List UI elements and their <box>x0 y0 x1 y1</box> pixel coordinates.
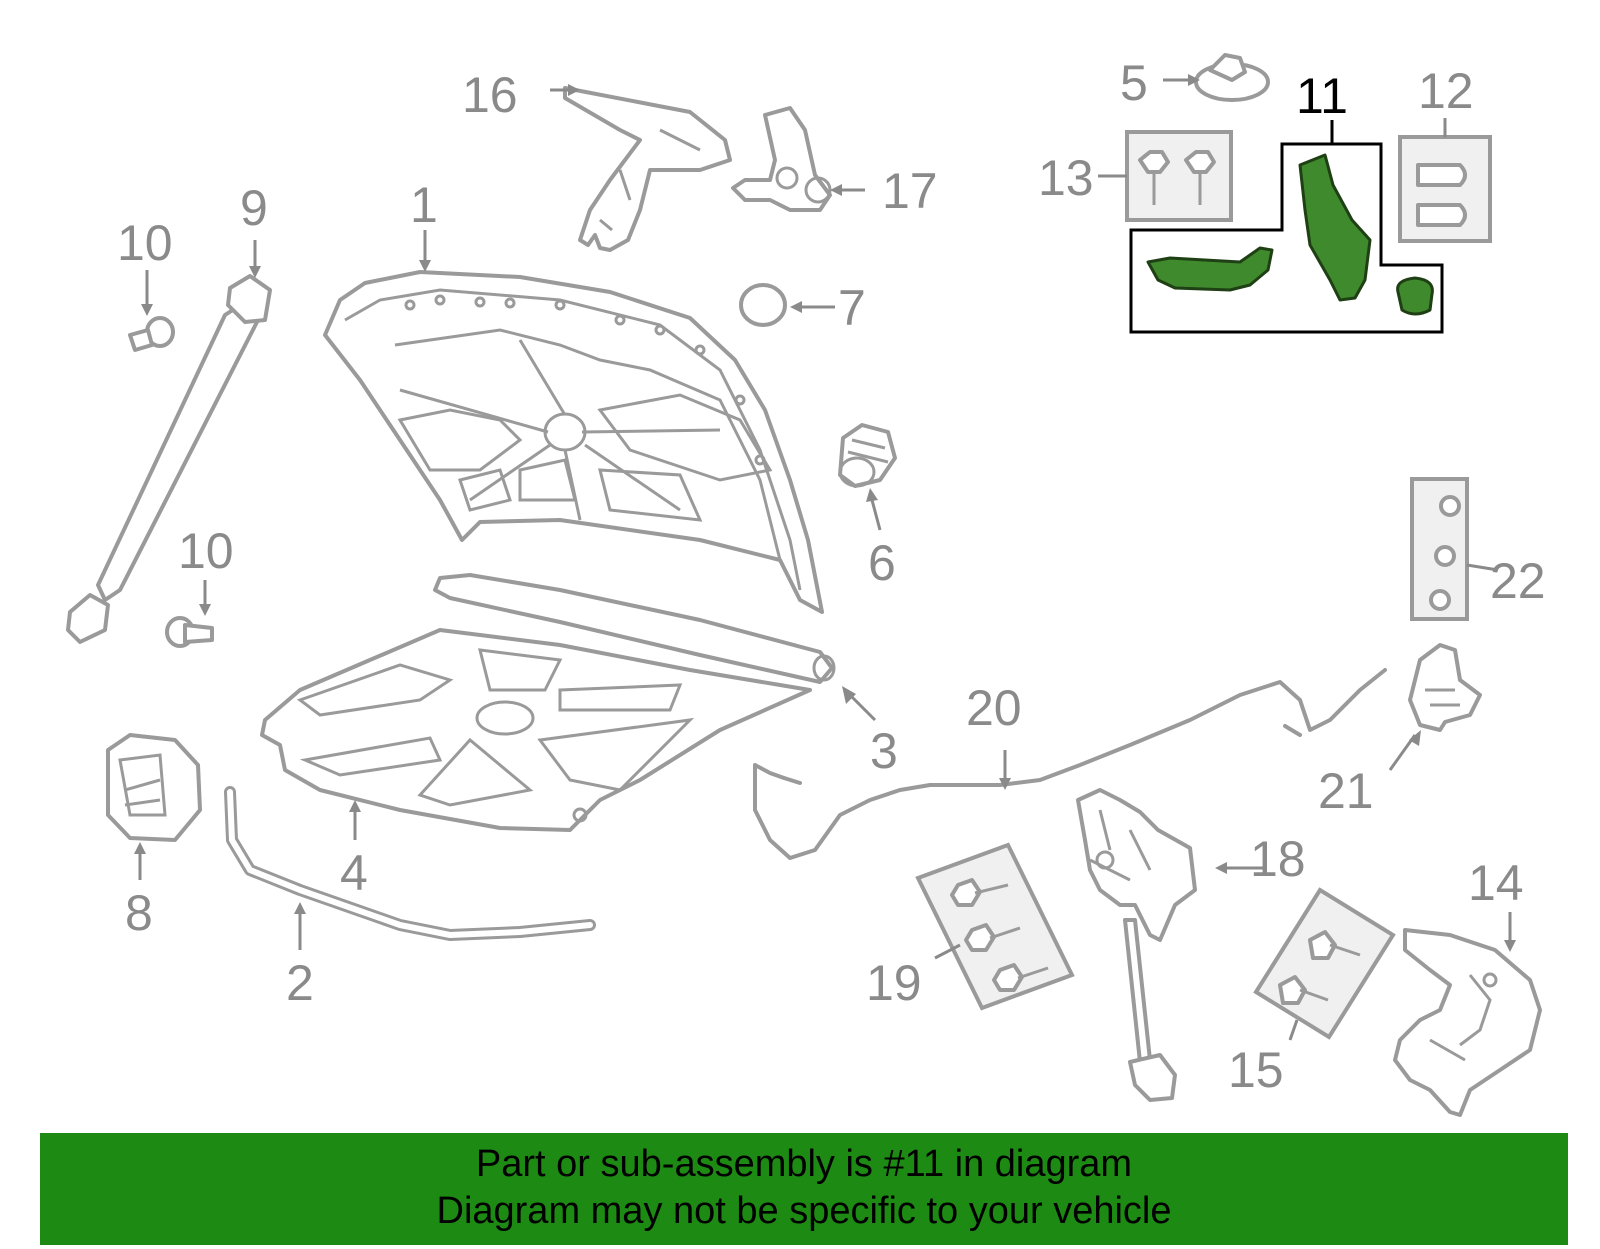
bolt-kit-15[interactable] <box>1253 887 1396 1040</box>
callout-2: 2 <box>286 955 314 1011</box>
bolt-kit-19[interactable] <box>915 842 1075 1011</box>
hinge-reinforcement-kit[interactable] <box>1129 142 1444 334</box>
release-cable[interactable] <box>753 668 1387 860</box>
hood-seal-strip[interactable] <box>433 573 836 684</box>
callout-13: 13 <box>1038 150 1094 206</box>
bolt-kit-22[interactable] <box>1410 477 1469 621</box>
retainer-clip[interactable] <box>1194 53 1270 102</box>
reinforcement-bracket-horizontal <box>1146 246 1274 292</box>
callout-22: 22 <box>1490 553 1546 609</box>
plug[interactable] <box>739 283 787 327</box>
callout-10-upper: 10 <box>117 215 173 271</box>
hinge-spring[interactable] <box>731 106 832 212</box>
callout-7: 7 <box>838 280 866 336</box>
callout-16: 16 <box>462 67 518 123</box>
ball-stud-lower[interactable] <box>165 616 214 648</box>
callout-8: 8 <box>125 885 153 941</box>
hood-bumper[interactable] <box>106 733 202 842</box>
info-banner: Part or sub-assembly is #11 in diagram D… <box>40 1133 1568 1245</box>
callout-21: 21 <box>1318 763 1374 819</box>
bolt-kit-12[interactable] <box>1398 135 1492 243</box>
hood-hinge[interactable] <box>563 86 732 252</box>
banner-line-disclaimer: Diagram may not be specific to your vehi… <box>436 1190 1172 1232</box>
callout-15: 15 <box>1228 1042 1284 1098</box>
callout-11: 11 <box>1296 68 1348 124</box>
callout-14: 14 <box>1468 855 1524 911</box>
banner-line-part-number: Part or sub-assembly is #11 in diagram <box>475 1143 1133 1185</box>
hood-insulator[interactable] <box>260 628 812 832</box>
callout-4: 4 <box>340 845 368 901</box>
callout-18: 18 <box>1250 831 1306 887</box>
hood-latch[interactable] <box>1076 788 1197 1102</box>
callout-3: 3 <box>870 723 898 779</box>
callout-12: 12 <box>1418 63 1474 119</box>
hood-panel[interactable] <box>323 270 824 614</box>
reinforcement-plug <box>1396 276 1434 316</box>
callout-19: 19 <box>866 955 922 1011</box>
reinforcement-bracket-vertical <box>1298 153 1372 302</box>
callout-9: 9 <box>240 180 268 236</box>
callout-1: 1 <box>410 177 438 233</box>
hood-lift-strut[interactable] <box>66 274 272 644</box>
bumper-stop[interactable] <box>838 423 897 488</box>
bolt-kit-13[interactable] <box>1125 130 1233 222</box>
callout-20: 20 <box>966 680 1022 736</box>
ball-stud-upper[interactable] <box>128 316 175 352</box>
callout-10-lower: 10 <box>178 523 234 579</box>
callout-5: 5 <box>1120 55 1148 111</box>
latch-support-bracket[interactable] <box>1393 928 1542 1117</box>
release-handle[interactable] <box>1408 643 1482 732</box>
leader-lines <box>134 74 1516 1041</box>
callout-labels: 1 2 3 4 5 6 7 8 9 10 10 11 12 13 14 15 1… <box>117 55 1546 1098</box>
callout-6: 6 <box>868 535 896 591</box>
callout-17: 17 <box>882 163 938 219</box>
